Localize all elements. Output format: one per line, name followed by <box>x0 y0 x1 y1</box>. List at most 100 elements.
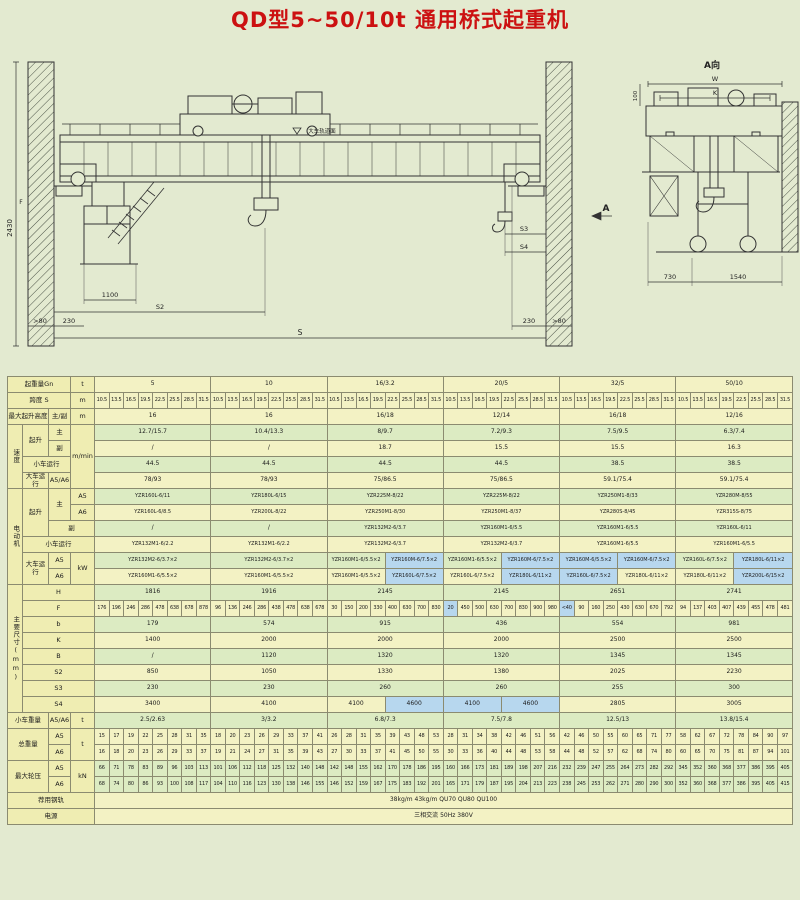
spec-cell: 638 <box>166 600 183 617</box>
driver-cab <box>80 182 138 265</box>
spec-cell: 201 <box>428 776 444 793</box>
spec-cell: 255 <box>602 760 619 777</box>
spec-cell: YZR160M1-6/5.5 <box>558 520 677 537</box>
spec-cell: YZR315S-8/75 <box>675 504 793 521</box>
spec-cell: 89 <box>152 760 168 777</box>
spec-cell: 830 <box>428 600 444 617</box>
row-label: 荐用钢轨 <box>7 792 95 809</box>
spec-cell: 28.5 <box>413 392 430 409</box>
row-label: 小车运行 <box>22 536 95 553</box>
spec-cell: 181 <box>486 760 502 777</box>
spec-cell: 75/86.5 <box>442 472 561 489</box>
spec-cell: 7.5/9.5 <box>558 424 677 441</box>
spec-cell: 106 <box>224 760 241 777</box>
spec-cell: 30 <box>326 600 343 617</box>
spec-cell: 6.8/7.3 <box>326 712 444 729</box>
spec-cell: 31.5 <box>776 392 794 409</box>
spec-cell: 32/5 <box>558 376 677 393</box>
spec-cell: 27 <box>326 744 343 761</box>
spec-cell: 22.5 <box>384 392 401 409</box>
spec-cell: 155 <box>355 760 372 777</box>
spec-cell: 112 <box>239 760 255 777</box>
spec-cell: 10.5 <box>559 392 575 409</box>
row-label: 起升 <box>22 488 49 537</box>
spec-cell: 10.5 <box>210 392 226 409</box>
spec-cell: 28 <box>341 728 357 745</box>
spec-cell: 44.5 <box>326 456 444 473</box>
spec-cell: 60 <box>617 728 633 745</box>
spec-cell: 39 <box>384 728 401 745</box>
spec-cell: YZR132M1-6/2.2 <box>210 536 328 553</box>
spec-cell: 2.5/2.63 <box>93 712 212 729</box>
spec-cell: 192 <box>413 776 430 793</box>
spec-cell: 100 <box>166 776 183 793</box>
spec-cell: 31 <box>355 728 372 745</box>
spec-cell: 160 <box>442 760 459 777</box>
spec-cell: 42 <box>559 728 575 745</box>
spec-cell: 71 <box>108 760 125 777</box>
spec-cell: 41 <box>384 744 401 761</box>
spec-cell: 132 <box>282 760 299 777</box>
spec-cell: 148 <box>311 760 328 777</box>
spec-cell: 554 <box>558 616 677 633</box>
spec-cell: 415 <box>776 776 794 793</box>
spec-cell: 186 <box>413 760 430 777</box>
spec-cell: 678 <box>181 600 197 617</box>
spec-cell: 22.5 <box>617 392 633 409</box>
spec-cell: 46 <box>515 728 531 745</box>
spec-cell: 196 <box>108 600 125 617</box>
row-label: 最大起升高度 <box>7 408 49 425</box>
end-trucks <box>59 163 541 187</box>
spec-cell: 176 <box>94 600 110 617</box>
spec-cell: 1380 <box>442 664 561 681</box>
section-a-label: A <box>603 204 610 214</box>
spec-cell: 230 <box>93 680 212 697</box>
spec-cell: 23 <box>239 728 255 745</box>
spec-cell: 216 <box>544 760 560 777</box>
row-label: 总重量 <box>7 728 49 761</box>
spec-cell: 1320 <box>326 648 444 665</box>
spec-cell: 53 <box>529 744 546 761</box>
spec-cell: 59.1/75.4 <box>558 472 677 489</box>
spec-cell: 80 <box>660 744 677 761</box>
spec-cell: 116 <box>239 776 255 793</box>
spec-cell: 90 <box>762 728 778 745</box>
spec-cell: YZR250M1-8/30 <box>326 504 444 521</box>
spec-cell: 18.7 <box>326 440 444 457</box>
spec-cell: 12.7/15.7 <box>93 424 212 441</box>
spec-cell: 670 <box>646 600 662 617</box>
spec-cell: YZR132M1-6/2.2 <box>93 536 212 553</box>
spec-cell: 195 <box>428 760 444 777</box>
spec-cell: YZR280S-8/45 <box>558 504 677 521</box>
spec-cell: 438 <box>268 600 284 617</box>
spec-cell: 792 <box>660 600 677 617</box>
spec-cell: 1345 <box>675 648 793 665</box>
spec-cell: 630 <box>631 600 648 617</box>
spec-cell: 19.5 <box>718 392 735 409</box>
dim-k-label: K <box>713 89 718 97</box>
spec-cell: YZR160L-6/7.5×2 <box>675 552 735 569</box>
spec-cell: 360 <box>704 760 720 777</box>
spec-cell: 678 <box>311 600 328 617</box>
spec-cell: 65 <box>689 744 706 761</box>
spec-cell: 189 <box>500 760 517 777</box>
row-label: b <box>22 616 95 633</box>
spec-cell: 45 <box>399 744 415 761</box>
spec-cell: 16.5 <box>471 392 488 409</box>
spec-cell: 377 <box>733 760 749 777</box>
spec-cell: 271 <box>617 776 633 793</box>
spec-cell: / <box>210 520 328 537</box>
spec-cell: 13.5 <box>108 392 125 409</box>
spec-cell: 439 <box>733 600 749 617</box>
row-label: 主 <box>48 488 71 521</box>
row-label: 主要尺寸(mm) <box>7 584 23 713</box>
spec-cell: 108 <box>181 776 197 793</box>
spec-cell: 360 <box>689 776 706 793</box>
spec-cell: 44.5 <box>210 456 328 473</box>
spec-cell: 90 <box>573 600 590 617</box>
spec-cell: 395 <box>747 776 764 793</box>
spec-cell: YZR180L-6/11×2 <box>617 568 677 585</box>
row-label: 小车重量 <box>7 712 49 729</box>
